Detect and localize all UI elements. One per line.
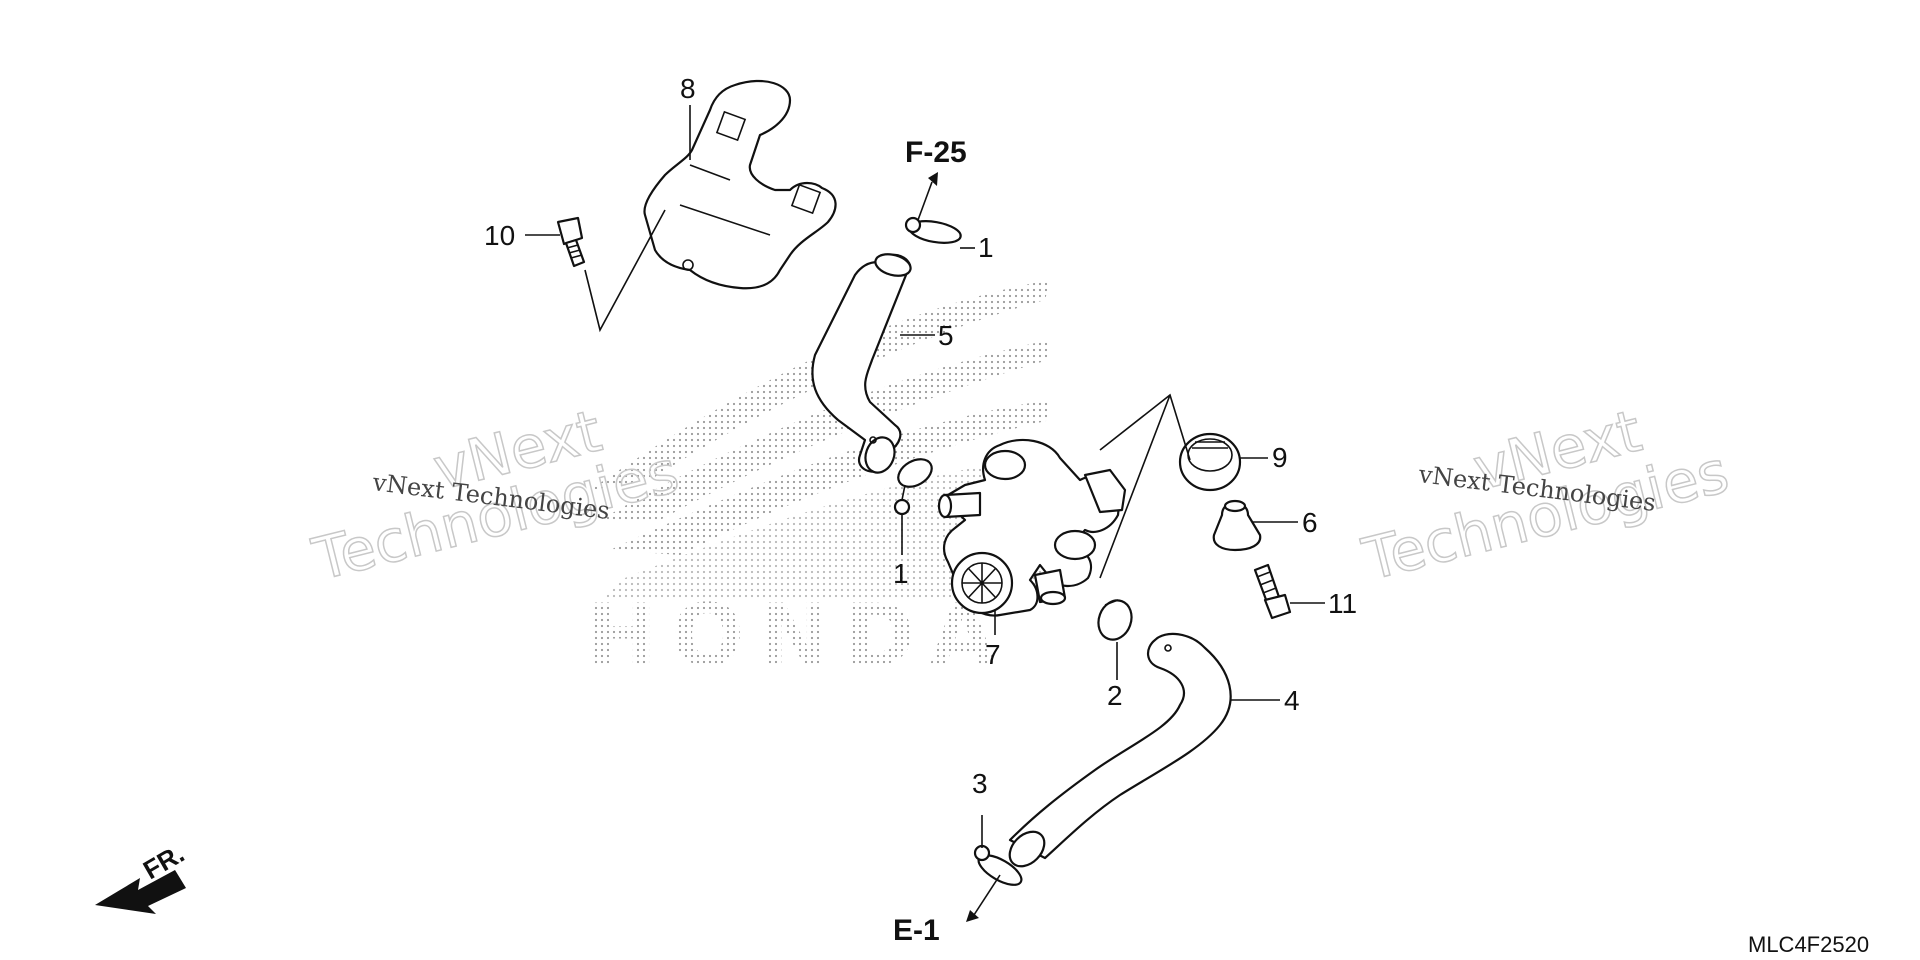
watermark-left: vNext Technologies vNext Technologies [305,396,685,595]
part-label-1-upper: 1 [978,232,994,263]
bolt-part-10 [556,216,586,268]
honda-wordmark: HONDA [585,586,1010,686]
clamp-part-1-lower [893,458,933,516]
bolt-part-11 [1253,563,1292,620]
part-label-1-lower: 1 [893,558,909,589]
leader-valve-group [1099,393,1191,579]
front-direction-label: FR. [138,838,189,885]
honda-wing-logo: HONDA [585,280,1058,686]
bracket-part-8 [643,80,837,290]
part-label-9: 9 [1272,442,1288,473]
watermark-right: vNext Technologies vNext Technologies [1355,396,1735,595]
part-label-4: 4 [1284,685,1300,716]
part-label-5: 5 [938,320,954,351]
part-label-11: 11 [1328,588,1357,619]
grommet-part-9 [1178,432,1242,492]
reference-f25: F-25 [905,136,967,169]
valve-part-7 [937,438,1127,617]
diagram-code: MLC4F2520 [1748,932,1869,957]
clamp-part-1-upper [904,216,962,244]
arrow-to-f25 [917,172,938,221]
part-label-8: 8 [680,73,696,104]
reference-e1: E-1 [893,914,940,947]
hose-part-4 [1008,632,1232,868]
part-label-6: 6 [1302,507,1318,538]
clamp-part-3 [973,844,1023,886]
part-label-2: 2 [1107,680,1123,711]
hose-part-5 [811,253,912,474]
cap-part-6 [1212,499,1262,552]
part-label-10: 10 [484,220,515,251]
front-direction-arrow-icon [95,870,186,914]
part-label-3: 3 [972,768,988,799]
clamp-part-2 [1097,599,1133,641]
part-label-7: 7 [985,639,1001,670]
arrow-to-e1 [966,874,1001,922]
